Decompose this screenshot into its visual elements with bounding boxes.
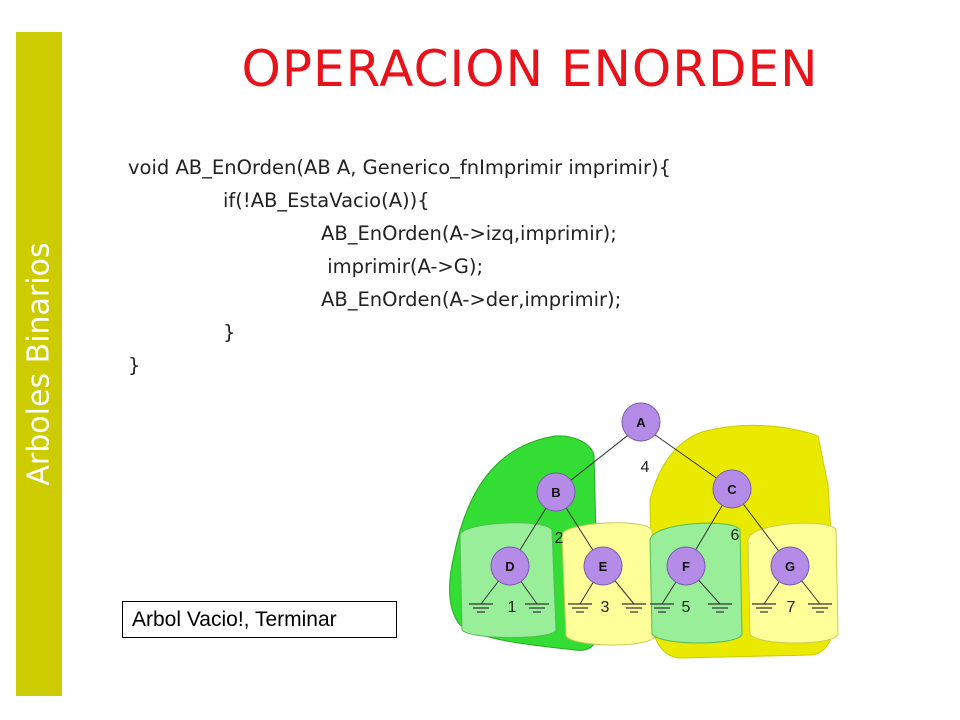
node-d-label: D	[505, 559, 514, 574]
order-label-a: 4	[641, 459, 650, 476]
order-label-f: 5	[682, 599, 691, 616]
null-leaf-icon	[650, 603, 674, 613]
null-leaf-icon	[568, 603, 592, 613]
node-c-label: C	[727, 482, 737, 497]
null-leaf-icon	[525, 603, 549, 613]
order-label-c: 6	[731, 527, 740, 544]
empty-tree-callout: Arbol Vacio!, Terminar	[122, 601, 397, 638]
node-g-label: G	[785, 559, 795, 574]
code-line-1: void AB_EnOrden(AB A, Generico_fnImprimi…	[128, 156, 672, 179]
node-f-label: F	[682, 559, 690, 574]
order-label-e: 3	[601, 599, 610, 616]
code-line-2: if(!AB_EstaVacio(A)){	[223, 189, 430, 212]
node-b-label: B	[551, 485, 560, 500]
node-c: C	[712, 469, 752, 509]
order-label-d: 1	[508, 599, 517, 616]
sidebar-band	[16, 32, 62, 696]
sidebar-title: Arboles Binarios	[21, 242, 57, 486]
code-line-3: AB_EnOrden(A->izq,imprimir);	[321, 222, 617, 245]
node-f: F	[666, 546, 706, 586]
node-a-label: A	[636, 415, 646, 430]
page-title: OPERACION ENORDEN	[241, 40, 819, 98]
null-leaf-icon	[752, 603, 776, 613]
binary-tree-diagram: A B C D E F G 4 2 6 1 3 5 7	[449, 402, 839, 659]
code-line-6: }	[223, 321, 236, 344]
code-line-5: AB_EnOrden(A->der,imprimir);	[321, 288, 622, 311]
null-leaf-icon	[469, 603, 493, 613]
node-e: E	[583, 546, 623, 586]
node-e-label: E	[599, 559, 608, 574]
node-f-region	[649, 522, 743, 644]
code-line-7: }	[128, 354, 141, 377]
code-line-4: imprimir(A->G);	[321, 255, 484, 278]
node-g: G	[770, 546, 810, 586]
node-b: B	[536, 472, 576, 512]
null-leaf-icon	[808, 603, 832, 613]
null-leaf-icon	[708, 603, 732, 613]
null-leaf-symbols	[469, 603, 832, 613]
node-d: D	[490, 546, 530, 586]
null-leaf-icon	[622, 603, 646, 613]
order-label-b: 2	[555, 530, 564, 547]
node-a: A	[621, 402, 661, 442]
order-label-g: 7	[787, 599, 796, 616]
